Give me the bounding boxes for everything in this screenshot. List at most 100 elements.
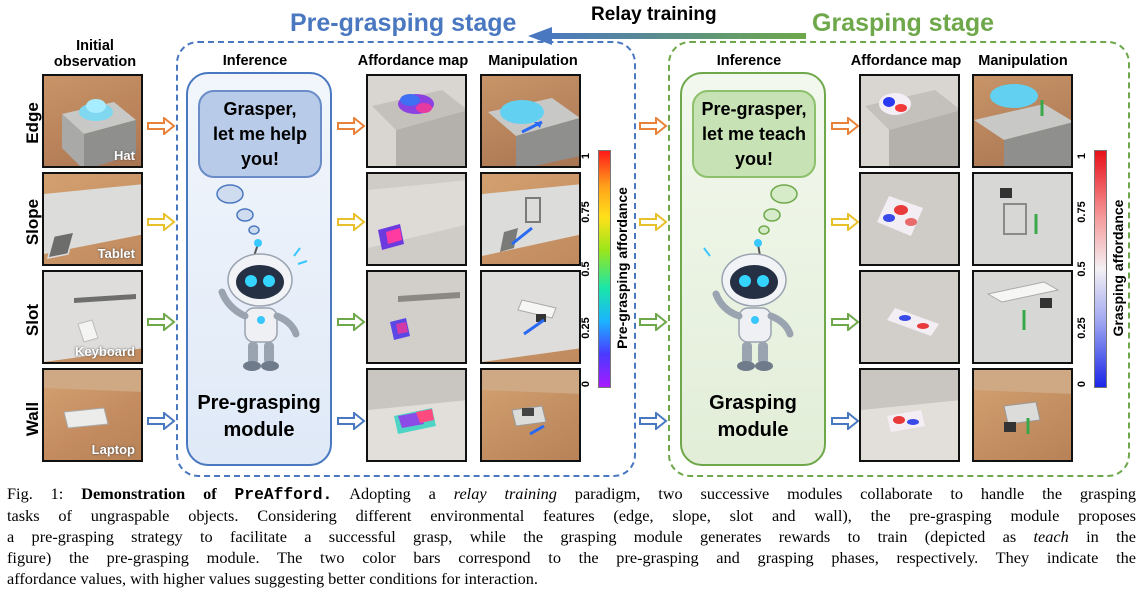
arrow-icon-edge-4: [831, 117, 860, 135]
arrow-icon-slope-3: [639, 213, 668, 231]
caption-line-3: a pre-grasping strategy to facilitate a …: [7, 526, 1136, 547]
grasp-cbar-tick-1: 1: [1076, 152, 1088, 160]
grasp-manipulation-slot-image: [986, 281, 1060, 330]
pre-cbar-tick-0-25: 0.25: [580, 317, 592, 339]
pre-manipulation-wall: [480, 368, 581, 462]
grasping-stage-title: Grasping stage: [812, 9, 994, 37]
initial-observation-slot: Keyboard: [42, 270, 143, 364]
arrow-icon-slope-1: [147, 213, 176, 231]
grasp-cbar-tick-0-25: 0.25: [1076, 317, 1088, 339]
object-label-keyboard: Keyboard: [75, 344, 135, 359]
object-label-laptop: Laptop: [91, 442, 135, 457]
inference-header-pre: Inference: [222, 53, 288, 69]
arrow-icon-edge-2: [337, 117, 366, 135]
arrow-icon-wall-2: [337, 412, 366, 430]
relay-arrow-icon: [528, 27, 806, 45]
grasp-affordance-map-slot: [859, 270, 960, 364]
grasp-manipulation-slope-image: [1000, 188, 1038, 235]
slot-with-keyboard-image: [44, 272, 141, 362]
caption-fig-label: Fig. 1:: [7, 484, 64, 503]
manipulation-header-pre: Manipulation: [488, 53, 578, 69]
grasp-cbar-title: Grasping affordance: [1110, 199, 1126, 337]
caption-line-4: figure) the pre-grasping module. The two…: [7, 548, 1136, 567]
grasp-manipulation-wall: [972, 368, 1073, 462]
arrow-icon-slope-2: [337, 213, 366, 231]
grasp-manipulation-edge: [972, 74, 1073, 168]
relay-training-label: Relay training: [591, 4, 717, 25]
affordance-map-header-grasp: Affordance map: [850, 53, 962, 69]
pre-affordance-map-wall: [366, 368, 467, 462]
pre-grasping-colorbar: [598, 150, 611, 388]
grasp-affordance-map-edge: [859, 74, 960, 168]
pre-grasping-stage-panel: [176, 41, 636, 477]
pre-grasping-module-card: Grasper, let me help you! Pre-grasping m…: [186, 72, 332, 466]
initial-observation-slope: Tablet: [42, 172, 143, 266]
grasp-affordance-edge-image: [865, 90, 958, 166]
wall-with-laptop-image: [44, 370, 141, 429]
arrow-icon-edge-1: [147, 117, 176, 135]
arrow-icon-wall-1: [147, 412, 176, 430]
affordance-map-header-pre: Affordance map: [357, 53, 469, 69]
object-label-hat: Hat: [114, 148, 135, 163]
slope-with-tablet-image: [44, 184, 141, 259]
grasping-module-name: Grasping module: [709, 392, 797, 441]
affordance-wall-image: [368, 370, 465, 434]
pre-affordance-map-edge: [366, 74, 467, 168]
caption-relay-italic: relay training: [453, 484, 557, 503]
arrow-icon-slot-4: [831, 313, 860, 331]
row-label-edge: Edge: [23, 102, 42, 144]
pre-grasping-stage-title: Pre-grasping stage: [290, 9, 517, 37]
arrow-icon-slot-3: [639, 313, 668, 331]
caption-line3-b: in the: [1086, 527, 1137, 546]
grasp-manipulation-wall-image: [974, 370, 1071, 434]
grasp-affordance-slope-image: [877, 196, 923, 236]
grasp-manipulation-slot: [972, 270, 1073, 364]
arrow-icon-slot-1: [147, 313, 176, 331]
manipulation-slope-image: [482, 184, 579, 256]
pre-grasping-module-name: Pre-grasping module: [197, 392, 321, 441]
manipulation-slot-image: [482, 272, 579, 362]
arrow-icon-wall-3: [639, 412, 668, 430]
row-label-slope: Slope: [23, 198, 42, 246]
initial-observation-header: Initial observation: [53, 38, 137, 70]
initial-observation-edge: Hat: [42, 74, 143, 168]
inference-header-grasp: Inference: [716, 53, 782, 69]
pre-affordance-map-slope: [366, 172, 467, 266]
grasp-cbar-tick-0: 0: [1076, 380, 1088, 388]
caption-line-2: tasks of ungraspable objects. Considerin…: [7, 506, 1136, 525]
grasp-affordance-map-wall: [859, 368, 960, 462]
caption-line-1: Fig. 1: Demonstration of PreAfford. Adop…: [7, 483, 1136, 505]
arrow-icon-edge-3: [639, 117, 668, 135]
table-with-hat-image: [62, 99, 136, 166]
grasp-affordance-wall-image: [861, 370, 958, 432]
arrow-icon-slope-4: [831, 213, 860, 231]
caption-bold-title: Demonstration of: [81, 484, 217, 503]
manipulation-edge-image: [488, 98, 579, 166]
pre-manipulation-edge: [480, 74, 581, 168]
thought-bubbles-icon: [216, 184, 260, 235]
robot-mascot-icon: [703, 239, 794, 371]
caption-line-5: affordance values, with higher values su…: [7, 569, 538, 588]
pre-cbar-tick-0: 0: [580, 380, 592, 388]
grasp-affordance-map-slope: [859, 172, 960, 266]
pre-cbar-tick-1: 1: [580, 152, 592, 160]
pre-manipulation-slope: [480, 172, 581, 266]
affordance-slot-image: [390, 292, 460, 340]
initial-observation-wall: Laptop: [42, 368, 143, 462]
figure-caption: Fig. 1: Demonstration of PreAfford. Adop…: [7, 483, 1136, 589]
grasp-manipulation-slope: [972, 172, 1073, 266]
manipulation-header-grasp: Manipulation: [978, 53, 1068, 69]
pre-cbar-tick-0-75: 0.75: [580, 201, 592, 223]
thought-bubbles-icon: [758, 184, 798, 235]
grasping-stage-panel: [668, 41, 1130, 477]
grasping-colorbar: [1094, 150, 1107, 388]
pre-cbar-tick-0-5: 0.5: [580, 261, 592, 277]
caption-method-name: PreAfford.: [234, 485, 333, 504]
pre-module-speech-bubble: Grasper, let me help you!: [198, 90, 322, 178]
grasp-module-speech-bubble: Pre-grasper, let me teach you!: [692, 90, 816, 178]
caption-line1-rest: Adopting a: [349, 484, 436, 503]
pre-cbar-title: Pre-grasping affordance: [614, 187, 630, 349]
caption-teach-italic: teach: [1033, 527, 1069, 546]
grasp-affordance-slot-image: [887, 308, 939, 336]
pre-manipulation-slot: [480, 270, 581, 364]
